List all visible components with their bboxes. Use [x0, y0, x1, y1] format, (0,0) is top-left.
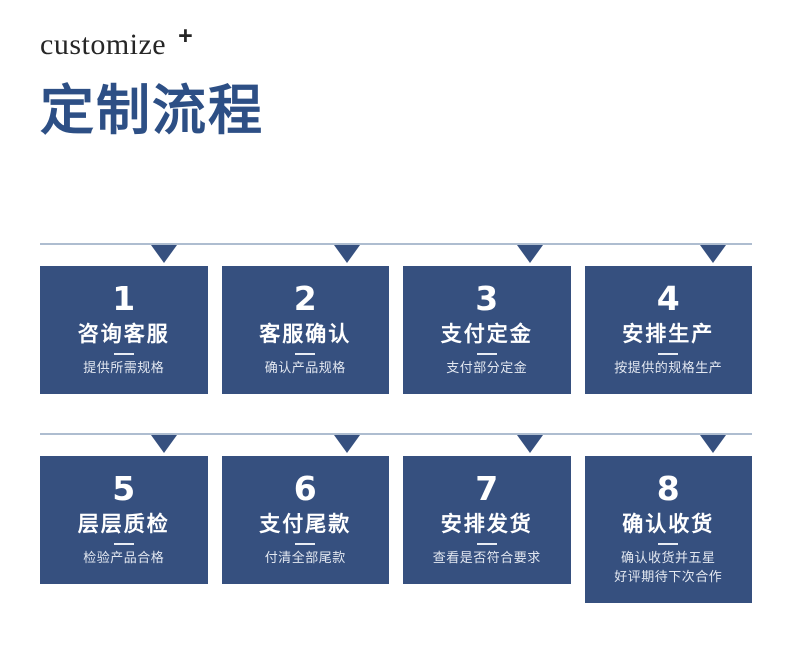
step-description: 确认收货并五星 好评期待下次合作: [614, 551, 723, 585]
down-arrow-icon: [700, 435, 726, 453]
down-arrow-icon: [700, 245, 726, 263]
step-number: 2: [293, 279, 317, 318]
page-header: customize + 定制流程: [40, 22, 264, 142]
flow-step-card[interactable]: 8 确认收货 确认收货并五星 好评期待下次合作: [584, 456, 752, 603]
flow-step-card[interactable]: 4 安排生产 按提供的规格生产: [584, 266, 752, 394]
step-description: 提供所需规格: [83, 361, 165, 376]
step-number: 1: [112, 279, 136, 318]
arrow-group: [40, 435, 752, 453]
title-divider: [295, 543, 316, 545]
title-divider: [658, 543, 679, 545]
step-description: 按提供的规格生产: [614, 361, 723, 376]
down-arrow-icon: [334, 245, 360, 263]
step-title: 安排生产: [622, 322, 715, 346]
down-arrow-icon: [517, 245, 543, 263]
step-description: 支付部分定金: [446, 361, 528, 376]
flow-step-card[interactable]: 2 客服确认 确认产品规格: [221, 266, 389, 394]
step-number: 4: [656, 279, 680, 318]
step-description: 查看是否符合要求: [432, 551, 541, 566]
step-title: 支付尾款: [259, 512, 352, 536]
flow-step-card[interactable]: 6 支付尾款 付清全部尾款: [221, 456, 389, 584]
step-title: 客服确认: [259, 322, 352, 346]
page-title: 定制流程: [40, 79, 264, 142]
down-arrow-icon: [334, 435, 360, 453]
title-divider: [658, 353, 679, 355]
step-title: 支付定金: [440, 322, 533, 346]
flow-step-card[interactable]: 1 咨询客服 提供所需规格: [40, 266, 208, 394]
down-arrow-icon: [517, 435, 543, 453]
flow-step-card[interactable]: 5 层层质检 检验产品合格: [40, 456, 208, 584]
step-number: 6: [293, 469, 317, 508]
step-title: 咨询客服: [77, 322, 170, 346]
step-number: 5: [112, 469, 136, 508]
header-english-title: customize: [40, 28, 167, 61]
step-title: 层层质检: [77, 512, 170, 536]
step-title: 确认收货: [622, 512, 715, 536]
step-description: 付清全部尾款: [264, 551, 346, 566]
flow-step-card[interactable]: 7 安排发货 查看是否符合要求: [403, 456, 571, 584]
flow-card-list: 5 层层质检 检验产品合格 6 支付尾款 付清全部尾款 7 安排发货 查看是否符…: [40, 456, 752, 603]
down-arrow-icon: [151, 435, 177, 453]
step-description: 检验产品合格: [83, 551, 165, 566]
header-english-row: customize +: [40, 22, 264, 68]
title-divider: [476, 543, 497, 545]
step-description: 确认产品规格: [264, 361, 346, 376]
step-number: 3: [475, 279, 499, 318]
title-divider: [476, 353, 497, 355]
arrow-group: [40, 245, 752, 263]
title-divider: [295, 353, 316, 355]
step-number: 8: [656, 469, 680, 508]
flow-card-list: 1 咨询客服 提供所需规格 2 客服确认 确认产品规格 3 支付定金 支付部分定…: [40, 266, 752, 394]
flow-step-card[interactable]: 3 支付定金 支付部分定金: [403, 266, 571, 394]
step-title: 安排发货: [440, 512, 533, 536]
connector-line: [40, 243, 752, 245]
title-divider: [113, 543, 134, 545]
plus-icon: +: [178, 22, 193, 50]
down-arrow-icon: [151, 245, 177, 263]
connector-line: [40, 433, 752, 435]
title-divider: [113, 353, 134, 355]
step-number: 7: [475, 469, 499, 508]
